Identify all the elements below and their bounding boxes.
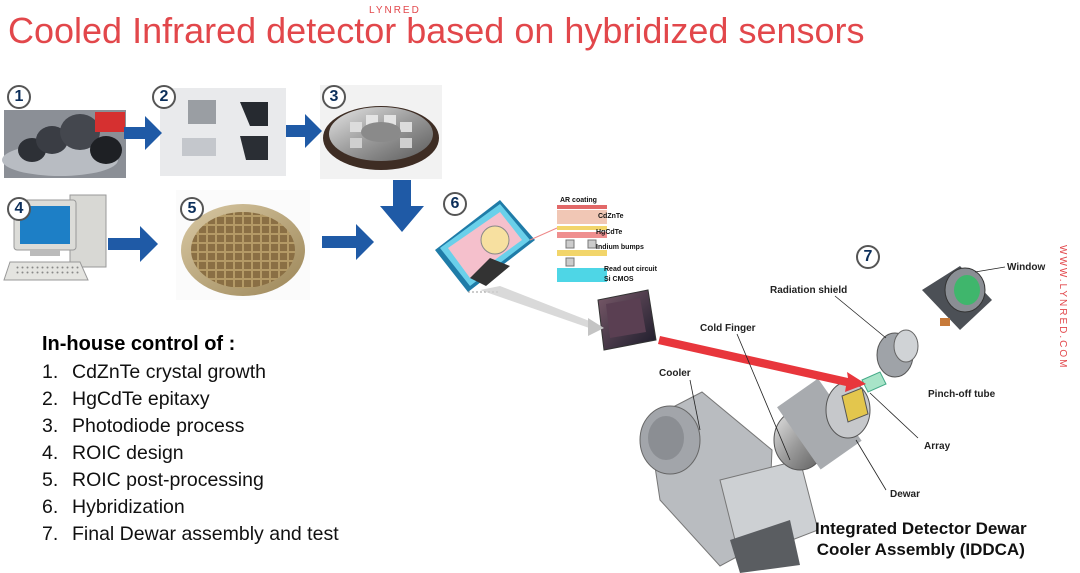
page-title: Cooled Infrared detector based on hybrid… bbox=[8, 10, 865, 51]
step-badge-6: 6 bbox=[443, 192, 467, 216]
control-list-title: In-house control of : bbox=[42, 333, 236, 355]
list-item: 1.CdZnTe crystal growth bbox=[42, 361, 266, 383]
roic-chip bbox=[597, 289, 657, 351]
step-badge-5: 5 bbox=[180, 197, 204, 221]
iddca-caption-line1: Integrated Detector Dewar bbox=[815, 519, 1027, 538]
label-ar-coating: AR coating bbox=[560, 197, 597, 204]
arrow-2-to-3 bbox=[286, 114, 322, 148]
step-badge-1: 1 bbox=[7, 85, 31, 109]
arrow-1-to-2 bbox=[124, 116, 162, 150]
photo-crystal-growth bbox=[2, 110, 126, 178]
list-item: 3.Photodiode process bbox=[42, 415, 245, 437]
label-pinch-off-tube: Pinch-off tube bbox=[928, 389, 996, 400]
arrow-4-to-5 bbox=[108, 226, 158, 262]
iddca-illustration bbox=[639, 266, 1006, 573]
list-item: 5.ROIC post-processing bbox=[42, 469, 264, 491]
side-website-label: WWW.LYNRED.COM bbox=[1057, 245, 1068, 370]
label-indium-bumps: Indium bumps bbox=[596, 244, 644, 251]
label-si-cmos: Si CMOS bbox=[604, 276, 634, 283]
list-item: 2.HgCdTe epitaxy bbox=[42, 388, 210, 410]
label-read-out-circuit: Read out circuit bbox=[604, 266, 657, 273]
iddca-caption: Integrated Detector Dewar Cooler Assembl… bbox=[815, 518, 1027, 560]
photo-epitaxy bbox=[160, 88, 286, 176]
step-badge-2: 2 bbox=[152, 85, 176, 109]
list-item: 7.Final Dewar assembly and test bbox=[42, 523, 339, 545]
hybridized-chip bbox=[435, 200, 535, 293]
step-badge-4: 4 bbox=[7, 197, 31, 221]
label-cooler: Cooler bbox=[659, 368, 691, 379]
list-item: 4.ROIC design bbox=[42, 442, 184, 464]
layer-stack-diagram bbox=[529, 205, 607, 282]
process-arrows bbox=[108, 114, 424, 262]
arrow-3-down bbox=[380, 180, 424, 232]
label-cdznte: CdZnTe bbox=[598, 213, 624, 220]
step-badge-7: 7 bbox=[856, 245, 880, 269]
label-dewar: Dewar bbox=[890, 489, 921, 500]
label-hgcdte: HgCdTe bbox=[596, 229, 623, 236]
label-radiation-shield: Radiation shield bbox=[770, 285, 848, 296]
list-item: 6.Hybridization bbox=[42, 496, 185, 518]
label-array: Array bbox=[924, 441, 951, 452]
photo-roic-wafer bbox=[176, 190, 310, 300]
control-list: 1.CdZnTe crystal growth 2.HgCdTe epitaxy… bbox=[42, 359, 339, 548]
dotted-connector-arrow bbox=[480, 286, 604, 336]
iddca-caption-line2: Cooler Assembly (IDDCA) bbox=[816, 540, 1025, 559]
label-cold-finger: Cold Finger bbox=[700, 323, 756, 334]
step-badge-3: 3 bbox=[322, 85, 346, 109]
lynred-logo: LYNRED bbox=[369, 5, 421, 16]
label-window: Window bbox=[1007, 262, 1046, 273]
arrow-5-to-6 bbox=[322, 224, 374, 260]
